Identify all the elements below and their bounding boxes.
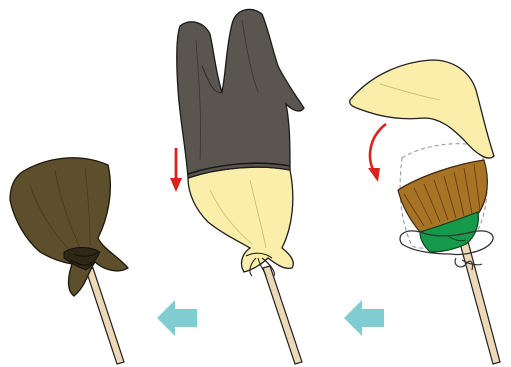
cloth-head-step-2 xyxy=(188,167,293,272)
step-1-finished-broom xyxy=(10,158,128,364)
down-arrow-icon xyxy=(170,148,182,192)
stocking-step-2 xyxy=(177,9,304,178)
tie-knot-step-1 xyxy=(64,248,100,271)
left-arrow-icon xyxy=(157,300,197,336)
left-arrow-icon xyxy=(344,300,384,336)
handle-step-1 xyxy=(86,268,124,364)
curved-arrow-icon xyxy=(368,124,386,182)
handle-step-2 xyxy=(263,266,302,364)
wrapped-head-step-1 xyxy=(10,158,128,296)
